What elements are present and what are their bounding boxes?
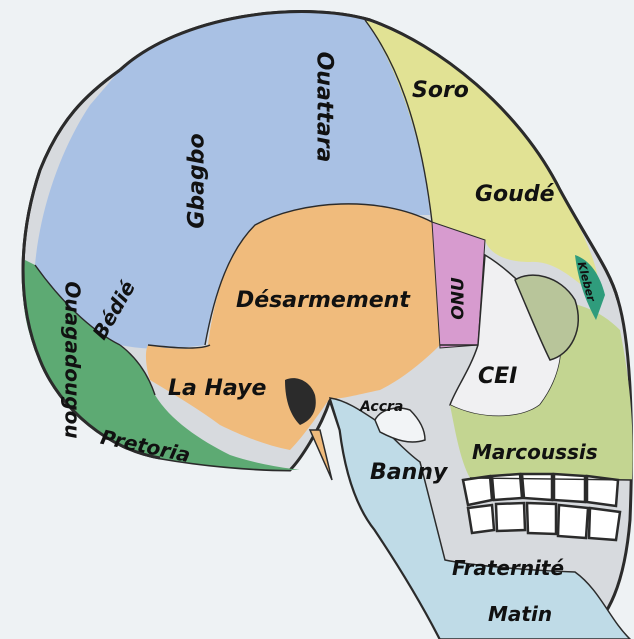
label-ouattara: Ouattara — [312, 52, 334, 163]
label-banny: Banny — [370, 462, 447, 484]
label-matin: Matin — [488, 604, 552, 624]
label-accra: Accra — [360, 400, 403, 414]
label-fraternite: Fraternité — [452, 558, 564, 578]
label-onu: ONU — [451, 277, 468, 319]
styloid-process — [310, 430, 332, 480]
label-marcoussis: Marcoussis — [472, 442, 598, 462]
label-cei: CEI — [478, 366, 517, 388]
label-ouagadougou: Ouagadougou — [63, 281, 83, 438]
label-desarmement: Désarmement — [236, 290, 410, 312]
label-goude: Goudé — [475, 184, 555, 206]
label-la-haye: La Haye — [168, 378, 266, 400]
label-gbagbo: Gbagbo — [187, 133, 209, 228]
label-soro: Soro — [412, 80, 469, 102]
